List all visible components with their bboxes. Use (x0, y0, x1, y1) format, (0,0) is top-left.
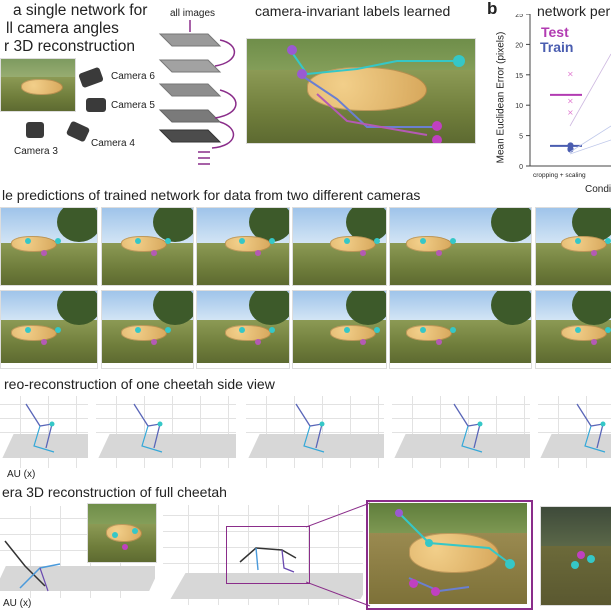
camera-5-label: Camera 5 (111, 100, 155, 111)
test-point-2: × (567, 108, 574, 117)
test-point-0: × (567, 70, 574, 79)
zoom-skeleton (239, 547, 297, 573)
panel-a-title-line1: a single network for (13, 2, 148, 19)
prediction-tile (196, 290, 290, 369)
prediction-tile (0, 290, 98, 369)
prediction-tile (0, 207, 98, 286)
chart-x-tick-label: cropping + scaling (533, 172, 586, 179)
panel-a-title-line3: r 3D reconstruction (4, 38, 135, 55)
prediction-tile (196, 207, 290, 286)
y-tick-label-5: 25 (515, 14, 523, 19)
prediction-tile (389, 290, 532, 369)
test-trend-line (569, 53, 611, 127)
chart-xlabel: Condi (585, 184, 611, 195)
labeled-cheetah-photo (246, 38, 476, 144)
camera-3-label: Camera 3 (14, 146, 58, 157)
camera-4-label: Camera 4 (91, 138, 135, 149)
prediction-tile (101, 290, 194, 369)
legend-train: Train (540, 39, 574, 55)
prediction-tile (101, 207, 194, 286)
legend-test: Test (541, 24, 569, 40)
zoomed-cheetah-photo (369, 503, 527, 604)
test-point-1: × (567, 96, 574, 105)
prediction-tile (292, 207, 387, 286)
y-tick-label-4: 20 (515, 42, 523, 49)
multicam-axis-label: AU (x) (3, 598, 32, 609)
train-point-2: ● (567, 144, 574, 153)
chart-ylabel: Mean Euclidean Error (pixels) (495, 31, 507, 164)
y-tick-label-3: 15 (515, 73, 523, 80)
multicam-row-title: era 3D reconstruction of full cheetah (2, 484, 227, 500)
zoom-connector-lines (306, 502, 371, 607)
predictions-row-title: le predictions of trained network for da… (2, 187, 421, 203)
train-trend-line-2 (569, 139, 611, 155)
stereo-plot (96, 396, 236, 468)
camera-3-icon (26, 122, 44, 138)
zoom-box (226, 526, 310, 584)
y-tick-label-2: 10 (515, 103, 523, 110)
stereo-row-title: reo-reconstruction of one cheetah side v… (4, 376, 275, 392)
stereo-axis-label: AU (x) (7, 469, 36, 480)
panel-a-title-line2: ll camera angles (6, 20, 119, 37)
panel-a-cheetah-photo (0, 58, 76, 112)
y-tick-label-1: 5 (519, 134, 523, 141)
image-stack-diagram (158, 20, 237, 165)
stereo-plot (392, 396, 530, 468)
panel-b-title: network per (537, 3, 611, 19)
multicam-inset-photo (87, 503, 157, 563)
train-trend-line (569, 125, 611, 153)
stack-label: all images (170, 8, 216, 19)
camera-6-label: Camera 6 (111, 71, 155, 82)
stereo-plot (0, 396, 88, 468)
camera-6-icon (78, 66, 104, 89)
prediction-tile (389, 207, 532, 286)
stereo-plot (246, 396, 384, 468)
camera-4-icon (65, 120, 91, 143)
far-right-cheetah-photo (540, 506, 611, 606)
zoomed-photo-frame (366, 500, 533, 610)
train-point-1: ● (567, 144, 574, 153)
learned-labels-caption: camera-invariant labels learned (255, 3, 451, 19)
prediction-tile (535, 290, 611, 369)
panel-b-letter: b (487, 0, 498, 18)
y-tick-label-0: 0 (519, 164, 523, 171)
camera-5-icon (86, 98, 106, 112)
prediction-tile (292, 290, 387, 369)
stereo-plot (538, 396, 611, 468)
prediction-tile (535, 207, 611, 286)
